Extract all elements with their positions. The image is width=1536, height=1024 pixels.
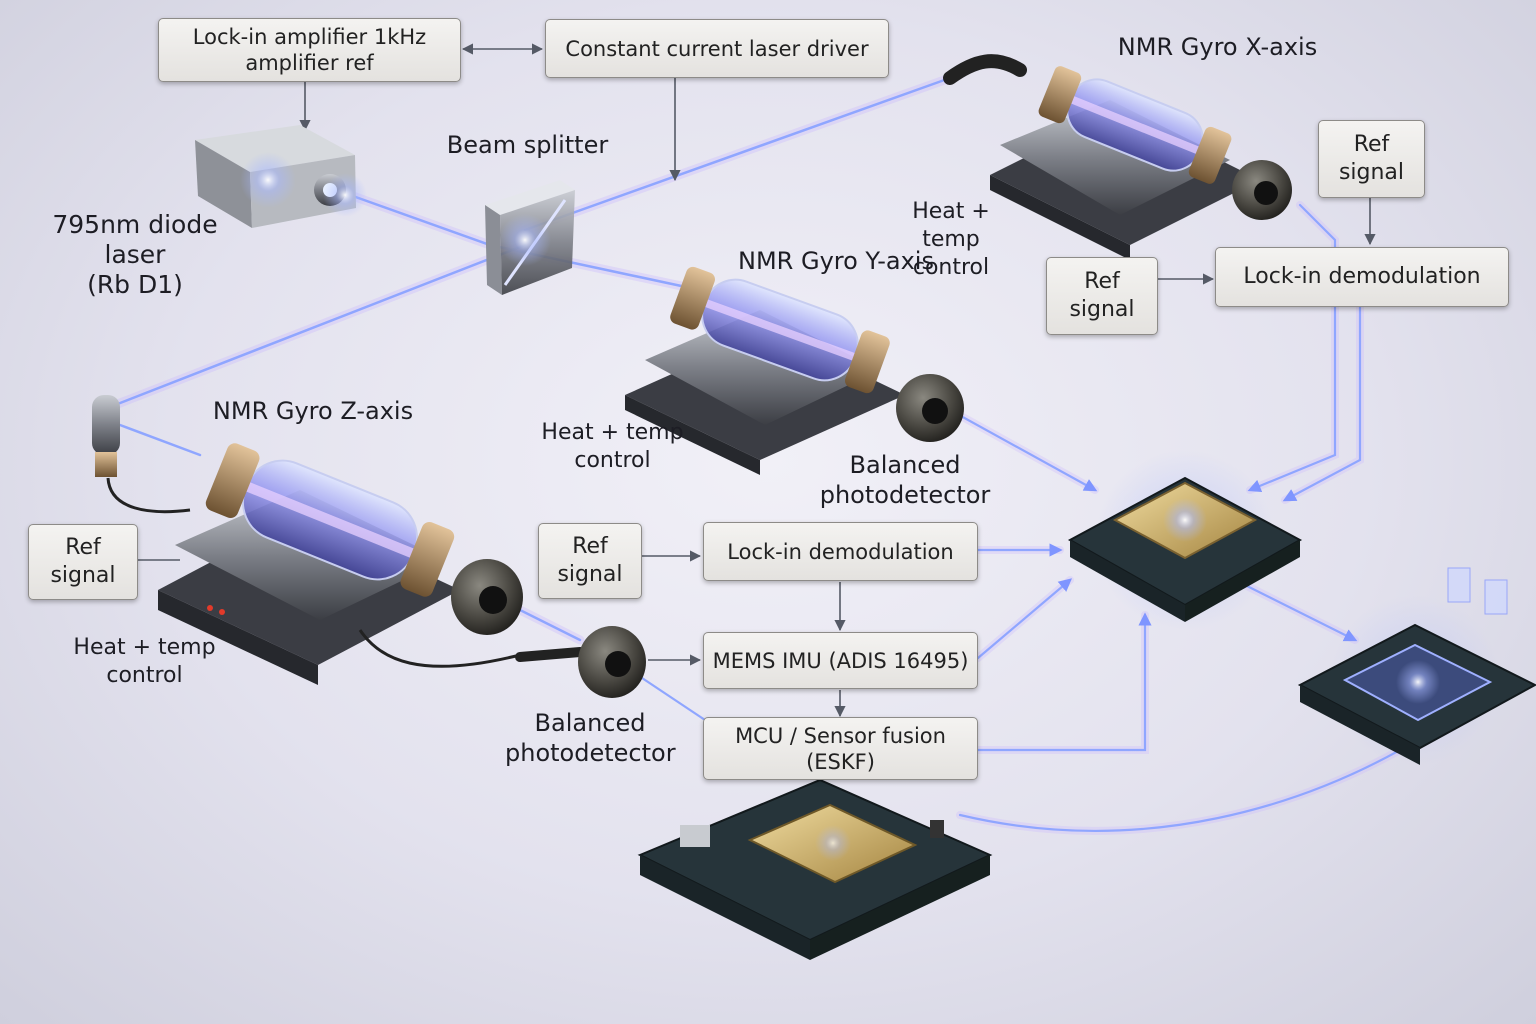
- diode-laser-icon: [195, 125, 367, 228]
- beam-board-to-processor: [956, 746, 1404, 835]
- ref-signal-mid-box: Ref signal: [1046, 257, 1158, 335]
- vapor-cell-gyro-icon: [670, 266, 890, 394]
- gyro-z-assembly: [92, 395, 523, 685]
- gyro-x-assembly: [943, 54, 1292, 260]
- lockin-amplifier-box: Lock-in amplifier 1kHz amplifier ref: [158, 18, 461, 82]
- vapor-cell-gyro-icon: [205, 443, 455, 597]
- processor-chip-icon: [1067, 450, 1303, 630]
- beam-splitter-icon: [485, 180, 575, 295]
- gyro-x-label: NMR Gyro X-axis: [1117, 33, 1318, 61]
- signal-arrows: [138, 43, 1376, 718]
- beam-gyro-x-to-chip: [1246, 201, 1339, 494]
- photodetector-icon: [1232, 160, 1292, 220]
- beam-splitter-to-gyro-x: [520, 73, 955, 235]
- mems-imu-box: MEMS IMU (ADIS 16495): [703, 632, 978, 689]
- laser-driver-box: Constant current laser driver: [545, 19, 889, 78]
- optical-beams: [110, 73, 1404, 835]
- circuit-board-icon: [637, 778, 993, 960]
- ref-signal-center-box: Ref signal: [538, 523, 642, 599]
- photodetector-icon: [451, 559, 523, 635]
- balanced-photodetector-z-label: Balanced photodetector: [505, 709, 676, 767]
- mcu-sensor-fusion-box: MCU / Sensor fusion (ESKF): [703, 717, 978, 780]
- beam-splitter-label: Beam splitter: [446, 131, 609, 159]
- photodetector-icon: [515, 626, 646, 698]
- beam-demod-top-to-chip: [1281, 303, 1364, 504]
- heat-temp-control-x-label: Heat + temp control: [912, 199, 990, 280]
- beam-detector-to-mcu: [628, 668, 707, 722]
- beam-mcu-to-chip: [974, 611, 1152, 754]
- heat-temp-control-y-label: Heat + temp control: [541, 420, 684, 473]
- lockin-demodulation-top-box: Lock-in demodulation: [1215, 247, 1509, 307]
- photodetector-icon: [896, 374, 964, 442]
- diode-laser-label: 795nm diode laser (Rb D1): [52, 210, 218, 299]
- fiber-collimator-icon: [92, 395, 120, 477]
- beam-imu-to-chip: [974, 576, 1074, 662]
- ref-signal-x-box: Ref signal: [1318, 120, 1425, 198]
- beam-chip-to-processor: [1241, 581, 1359, 644]
- balanced-photodetector-y-label: Balanced photodetector: [819, 451, 991, 509]
- heat-temp-control-z-label: Heat + temp control: [73, 635, 216, 688]
- beam-gyro-y-to-chip: [946, 406, 1099, 494]
- beam-splitter-to-gyro-z: [110, 240, 530, 410]
- lockin-demodulation-center-box: Lock-in demodulation: [703, 522, 978, 581]
- processor-chip-icon: [1297, 567, 1536, 765]
- vapor-cell-gyro-icon: [1038, 66, 1232, 184]
- ref-signal-left-box: Ref signal: [28, 524, 138, 600]
- beam-z-fiber: [118, 423, 202, 457]
- gyro-y-assembly: [625, 266, 964, 475]
- gyro-z-label: NMR Gyro Z-axis: [212, 397, 414, 425]
- gyro-y-label: NMR Gyro Y-axis: [738, 247, 934, 275]
